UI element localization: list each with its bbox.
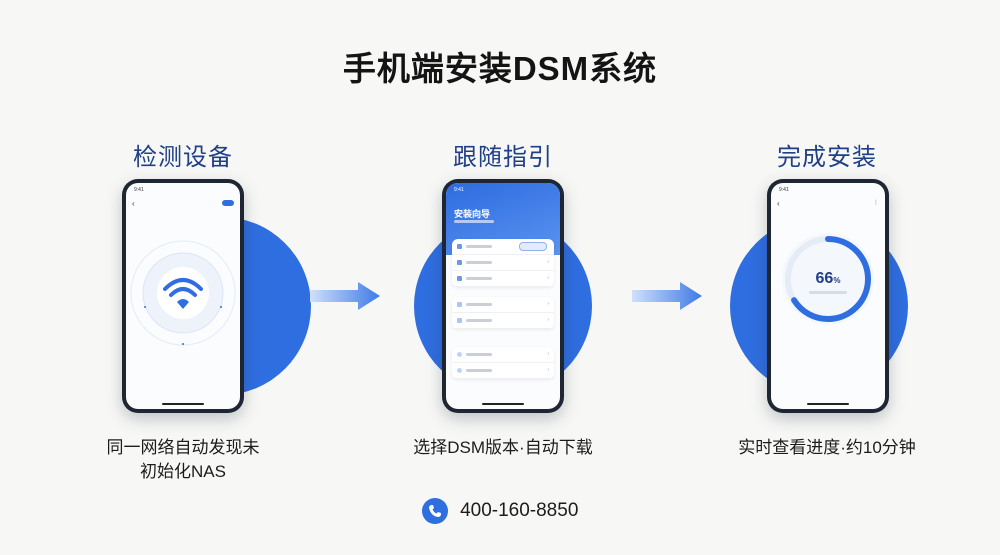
wizard-card: › › (452, 239, 554, 287)
phone-mockup: 9:41 安装向导 › › › › › › (442, 179, 564, 413)
step-caption: 同一网络自动发现未 初始化NAS (33, 436, 333, 484)
list-item[interactable]: › (452, 297, 554, 313)
nav-bar: ‹ ⋮ (771, 199, 885, 211)
list-item[interactable]: › (452, 363, 554, 379)
step-detect-device: 检测设备 9:41 ‹ (33, 0, 333, 555)
list-item[interactable]: › (452, 313, 554, 329)
status-time: 9:41 (454, 187, 464, 193)
wifi-radar (130, 240, 236, 346)
arrow-right-icon (310, 282, 380, 310)
list-item[interactable] (452, 239, 554, 255)
wizard-card: › › (452, 297, 554, 329)
home-indicator (482, 403, 524, 405)
wizard-card: › › (452, 347, 554, 379)
back-chevron-icon: ‹ (132, 199, 135, 208)
list-item[interactable]: › (452, 255, 554, 271)
step-title: 检测设备 (133, 144, 233, 171)
phone-screen: 9:41 安装向导 › › › › › › (446, 183, 560, 409)
caption-line: 初始化NAS (140, 462, 226, 481)
chevron-right-icon: › (547, 275, 549, 281)
contact-row: 400-160-8850 (0, 498, 1000, 524)
chevron-right-icon: › (547, 317, 549, 323)
nav-pill-button (222, 200, 234, 206)
wifi-icon (163, 278, 203, 309)
arrow-right-icon (632, 282, 702, 310)
list-item[interactable]: › (452, 271, 554, 287)
phone-icon (421, 498, 448, 524)
phone-mockup: 9:41 ‹ ⋮ 66% (767, 179, 889, 413)
phone-screen: 9:41 ‹ ⋮ 66% (771, 183, 885, 409)
progress-arc (785, 236, 871, 322)
phone-screen: 9:41 ‹ (126, 183, 240, 409)
caption-line: 同一网络自动发现未 (106, 438, 260, 457)
nav-bar: ‹ (126, 199, 240, 211)
home-indicator (162, 403, 204, 405)
chevron-right-icon: › (547, 351, 549, 357)
progress-ring (782, 233, 874, 325)
more-icon: ⋮ (873, 200, 879, 206)
back-chevron-icon: ‹ (777, 199, 780, 208)
step-caption: 实时查看进度·约10分钟 (677, 436, 977, 460)
page-title: 手机端安装DSM系统 (342, 50, 658, 87)
action-button[interactable] (519, 242, 547, 251)
status-time: 9:41 (134, 187, 144, 193)
chevron-right-icon: › (547, 367, 549, 373)
progress-value: 66% (815, 270, 841, 287)
status-time: 9:41 (779, 187, 789, 193)
caption-line: 实时查看进度·约10分钟 (738, 438, 916, 457)
chevron-right-icon: › (547, 301, 549, 307)
step-title: 跟随指引 (453, 144, 553, 171)
list-item[interactable]: › (452, 347, 554, 363)
wizard-title: 安装向导 (454, 209, 491, 219)
home-indicator (807, 403, 849, 405)
contact-phone[interactable]: 400-160-8850 (460, 500, 579, 521)
caption-line: 选择DSM版本·自动下载 (413, 438, 593, 457)
phone-mockup: 9:41 ‹ (122, 179, 244, 413)
step-complete-install: 完成安装 9:41 ‹ ⋮ 66% 实时查看进度·约10分钟 (677, 0, 977, 555)
step-title: 完成安装 (777, 144, 877, 171)
step-follow-guide: 跟随指引 9:41 安装向导 › › › › › › 选择 (353, 0, 653, 555)
chevron-right-icon: › (547, 259, 549, 265)
step-caption: 选择DSM版本·自动下载 (353, 436, 653, 460)
